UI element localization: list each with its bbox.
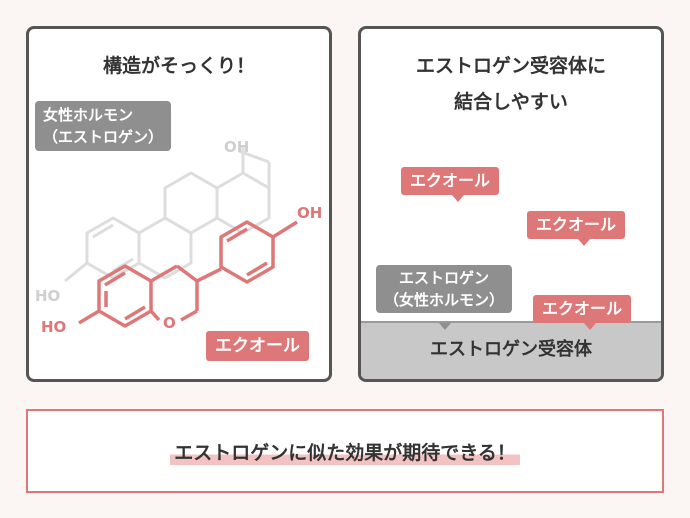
- oh-top-label: OH: [224, 138, 249, 156]
- equol-label-2: エクオール: [527, 211, 626, 239]
- oh-right-label: OH: [297, 204, 322, 222]
- estrogen-receptor: エストロゲン受容体: [361, 321, 661, 379]
- equol-pointer-1: [452, 195, 464, 202]
- panel-title: 構造がそっくり！: [102, 55, 255, 77]
- estrogen-label: エストロゲン （女性ホルモン）: [376, 265, 513, 313]
- result-banner: エストロゲンに似た効果が期待できる！: [26, 409, 664, 493]
- estrogen-label: 女性ホルモン （エストロゲン）: [35, 101, 172, 151]
- panel-title-line1: エストロゲン受容体に: [415, 55, 606, 77]
- result-text: エストロゲンに似た効果が期待できる！: [170, 437, 520, 465]
- panel-title-line2: 結合しやすい: [454, 91, 568, 113]
- estrogen-label-line2: （エストロゲン）: [43, 128, 164, 146]
- equol-pointer-3: [584, 323, 596, 330]
- receptor-binding-panel: エストロゲン受容体に 結合しやすい エクオール エクオール エストロゲン受容体 …: [358, 26, 664, 382]
- equol-skeleton: [78, 220, 298, 328]
- estrogen-skeleton: [64, 147, 271, 283]
- estrogen-label-line1: 女性ホルモン: [43, 106, 134, 124]
- estrogen-label-line2: （女性ホルモン）: [384, 291, 505, 309]
- ho-left-label: HO: [41, 318, 66, 336]
- equol-label-3: エクオール: [533, 295, 632, 323]
- estrogen-pointer: [439, 323, 451, 330]
- structure-comparison-panel: 構造がそっくり！ OH HO: [26, 26, 332, 382]
- ring-oxygen-label: O: [163, 314, 176, 332]
- equol-pointer-2: [578, 239, 590, 246]
- molecule-diagram: OH HO O OH HO: [35, 138, 322, 336]
- estrogen-label-line1: エストロゲン: [399, 269, 490, 287]
- equol-label: エクオール: [206, 331, 309, 361]
- ho-faint-label: HO: [35, 287, 60, 305]
- equol-label-1: エクオール: [401, 167, 500, 195]
